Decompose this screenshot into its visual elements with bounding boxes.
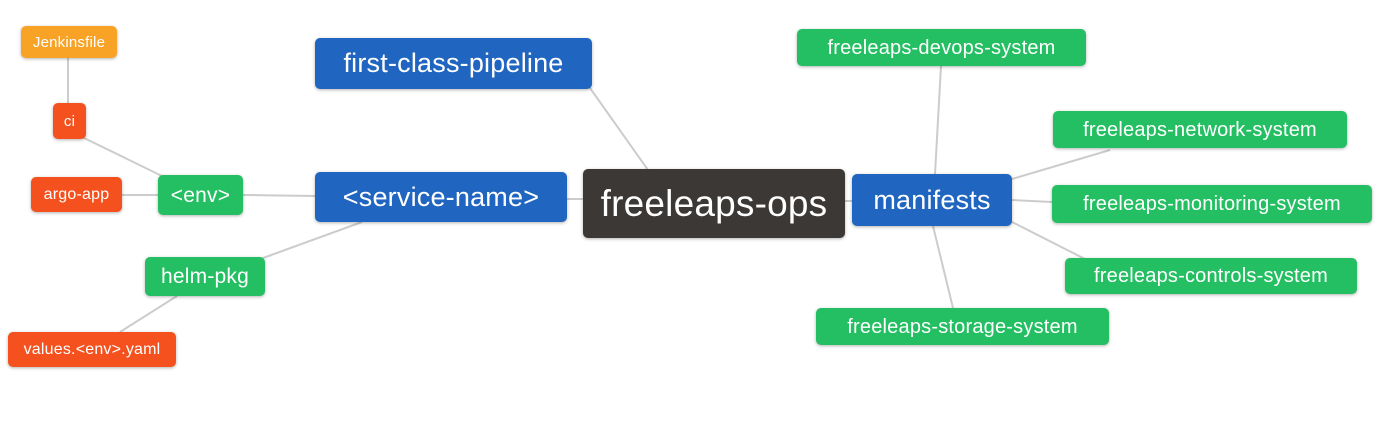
edge-service-name-to-helm-pkg (262, 221, 363, 259)
edge-manifests-to-devops-system (934, 65, 942, 175)
edge-ci-to-env (81, 136, 163, 177)
node-service-name[interactable]: <service-name> (315, 172, 567, 222)
node-jenkinsfile[interactable]: Jenkinsfile (21, 26, 117, 58)
edge-first-class-pipeline-to-freeleaps-ops (589, 87, 649, 171)
edge-manifests-to-network-system (1011, 149, 1111, 180)
edge-env-to-service-name (242, 194, 316, 197)
node-storage-system[interactable]: freeleaps-storage-system (816, 308, 1109, 345)
node-values-env-yaml[interactable]: values.<env>.yaml (8, 332, 176, 367)
edge-manifests-to-controls-system (1011, 221, 1086, 260)
edge-manifests-to-storage-system (932, 225, 954, 309)
node-first-class-pipeline[interactable]: first-class-pipeline (315, 38, 592, 89)
node-monitoring-system[interactable]: freeleaps-monitoring-system (1052, 185, 1372, 223)
edge-manifests-to-monitoring-system (1011, 199, 1053, 203)
node-controls-system[interactable]: freeleaps-controls-system (1065, 258, 1357, 294)
node-manifests[interactable]: manifests (852, 174, 1012, 226)
node-freeleaps-ops[interactable]: freeleaps-ops (583, 169, 845, 238)
node-helm-pkg[interactable]: helm-pkg (145, 257, 265, 296)
edge-helm-pkg-to-values-env-yaml (119, 295, 178, 333)
node-ci[interactable]: ci (53, 103, 86, 139)
node-env[interactable]: <env> (158, 175, 243, 215)
node-network-system[interactable]: freeleaps-network-system (1053, 111, 1347, 148)
node-argo-app[interactable]: argo-app (31, 177, 122, 212)
node-devops-system[interactable]: freeleaps-devops-system (797, 29, 1086, 66)
